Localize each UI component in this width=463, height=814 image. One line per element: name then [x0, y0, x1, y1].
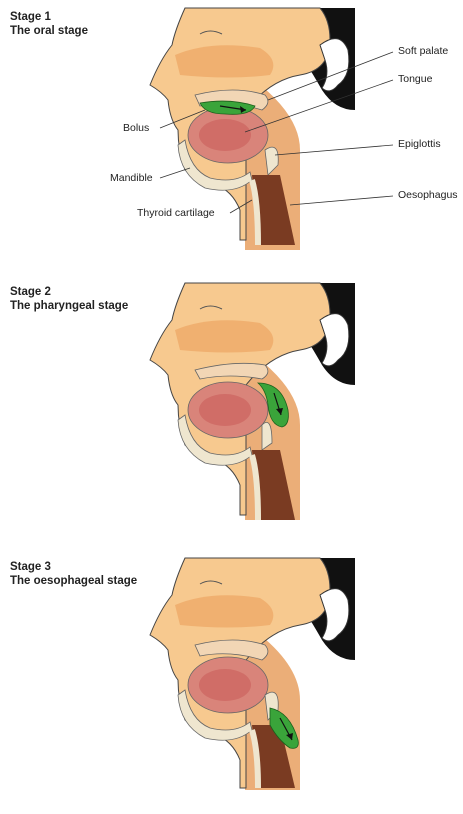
- label-bolus: Bolus: [123, 122, 149, 134]
- tongue-inner: [199, 669, 251, 701]
- nasal-cavity: [175, 320, 273, 352]
- stage-2-panel: Stage 2 The pharyngeal stage: [0, 275, 463, 539]
- tongue-inner: [199, 119, 251, 151]
- nasal-cavity: [175, 45, 273, 77]
- stage-3-illustration: [0, 550, 463, 793]
- label-mandible: Mandible: [110, 172, 153, 184]
- label-soft-palate: Soft palate: [398, 45, 448, 57]
- label-oesophagus: Oesophagus: [398, 189, 458, 201]
- nasal-cavity: [175, 595, 273, 627]
- stage-1-illustration: [0, 0, 463, 264]
- label-tongue: Tongue: [398, 73, 432, 85]
- label-thyroid-cartilage: Thyroid cartilage: [137, 207, 215, 219]
- head-anatomy: [150, 283, 355, 520]
- stage-2-illustration: [0, 275, 463, 539]
- stage-1-panel: Stage 1 The oral stage: [0, 0, 463, 264]
- stage-3-panel: Stage 3 The oesophageal stage: [0, 550, 463, 814]
- head-anatomy: [150, 558, 355, 790]
- tongue-inner: [199, 394, 251, 426]
- label-epiglottis: Epiglottis: [398, 138, 441, 150]
